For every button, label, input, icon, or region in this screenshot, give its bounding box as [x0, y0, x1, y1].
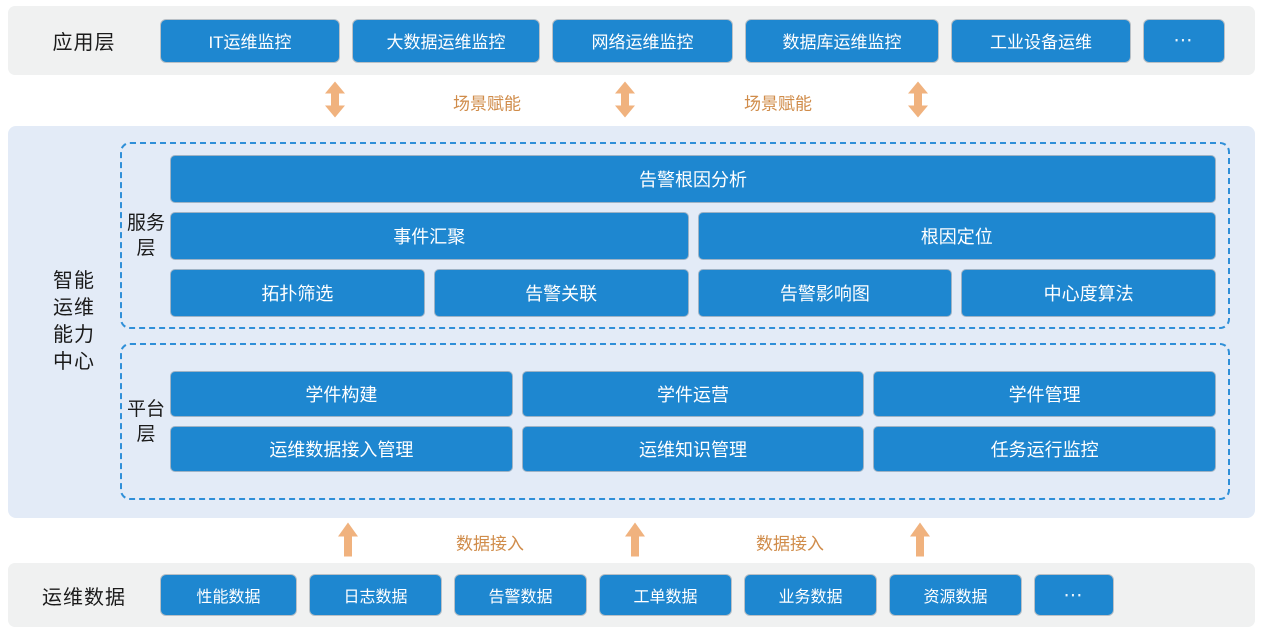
app-box-network-ops[interactable]: 网络运维监控 — [552, 18, 733, 63]
connector-label-scene-2: 场景赋能 — [744, 94, 812, 114]
platform-box-ops-data-ingestion-management[interactable]: 运维数据接入管理 — [170, 426, 513, 472]
application-layer-band: 应用层 IT运维监控 大数据运维监控 网络运维监控 数据库运维监控 工业设备运维… — [8, 6, 1255, 75]
connector-label-data-1: 数据接入 — [456, 534, 524, 554]
up-arrow-icon — [624, 522, 646, 562]
data-box-ticket[interactable]: 工单数据 — [599, 574, 732, 616]
double-arrow-icon — [907, 81, 929, 123]
application-layer-boxes: IT运维监控 大数据运维监控 网络运维监控 数据库运维监控 工业设备运维 ⋯ — [160, 18, 1255, 63]
service-layer-rows: 告警根因分析 事件汇聚 根因定位 拓扑筛选 告警关联 告警影响图 中心度算法 — [170, 154, 1228, 317]
app-box-bigdata-ops[interactable]: 大数据运维监控 — [352, 18, 540, 63]
connector-data-ingestion: 数据接入 数据接入 — [0, 519, 1263, 565]
data-box-resource[interactable]: 资源数据 — [889, 574, 1022, 616]
capability-center-panel: 智能 运维 能力 中心 服务层 告警根因分析 事件汇聚 根因定位 拓扑筛选 告警… — [8, 126, 1255, 518]
capability-title-line-1: 智能 — [53, 270, 95, 292]
up-arrow-icon — [337, 522, 359, 562]
data-box-more[interactable]: ⋯ — [1034, 574, 1114, 616]
service-box-event-aggregation[interactable]: 事件汇聚 — [170, 211, 689, 260]
capability-title-line-2: 运维 — [53, 297, 95, 319]
capability-title-line-4: 中心 — [53, 351, 95, 373]
connector-scene-enablement: 场景赋能 场景赋能 — [0, 79, 1263, 125]
service-box-topology-filter[interactable]: 拓扑筛选 — [170, 268, 425, 317]
application-layer-label: 应用层 — [52, 32, 116, 54]
service-layer-label: 服务层 — [126, 212, 165, 259]
app-box-it-ops[interactable]: IT运维监控 — [160, 18, 340, 63]
data-layer-band: 运维数据 性能数据 日志数据 告警数据 工单数据 业务数据 资源数据 ⋯ — [8, 563, 1255, 627]
service-box-alarm-root-cause-analysis[interactable]: 告警根因分析 — [170, 154, 1216, 203]
platform-box-task-run-monitoring[interactable]: 任务运行监控 — [873, 426, 1217, 472]
double-arrow-icon — [614, 81, 636, 123]
data-box-performance[interactable]: 性能数据 — [160, 574, 297, 616]
data-box-business[interactable]: 业务数据 — [744, 574, 877, 616]
data-layer-label: 运维数据 — [42, 586, 126, 609]
up-arrow-icon — [909, 522, 931, 562]
service-box-alarm-impact-graph[interactable]: 告警影响图 — [697, 268, 953, 317]
service-box-alarm-correlation[interactable]: 告警关联 — [433, 268, 689, 317]
platform-layer-group: 平台层 学件构建 学件运营 学件管理 运维数据接入管理 运维知识管理 任务运行监… — [120, 343, 1230, 500]
capability-center-title: 智能 运维 能力 中心 — [26, 268, 122, 376]
platform-box-learware-construction[interactable]: 学件构建 — [170, 371, 513, 417]
platform-layer-rows: 学件构建 学件运营 学件管理 运维数据接入管理 运维知识管理 任务运行监控 — [170, 371, 1228, 472]
connector-label-data-2: 数据接入 — [756, 534, 824, 554]
service-row-2: 事件汇聚 根因定位 — [170, 211, 1216, 260]
data-box-alarm[interactable]: 告警数据 — [454, 574, 587, 616]
service-box-root-cause-location[interactable]: 根因定位 — [697, 211, 1216, 260]
data-layer-boxes: 性能数据 日志数据 告警数据 工单数据 业务数据 资源数据 ⋯ — [160, 574, 1255, 616]
capability-title-line-3: 能力 — [53, 324, 95, 346]
service-box-centrality-algorithm[interactable]: 中心度算法 — [961, 268, 1216, 317]
service-row-3: 拓扑筛选 告警关联 告警影响图 中心度算法 — [170, 268, 1216, 317]
platform-box-learware-operation[interactable]: 学件运营 — [521, 371, 865, 417]
platform-box-learware-management[interactable]: 学件管理 — [873, 371, 1217, 417]
platform-box-ops-knowledge-management[interactable]: 运维知识管理 — [521, 426, 865, 472]
double-arrow-icon — [324, 81, 346, 123]
app-box-more[interactable]: ⋯ — [1143, 18, 1225, 63]
service-layer-group: 服务层 告警根因分析 事件汇聚 根因定位 拓扑筛选 告警关联 告警影响图 中心度… — [120, 142, 1230, 329]
service-row-1: 告警根因分析 — [170, 154, 1216, 203]
app-box-industrial-ops[interactable]: 工业设备运维 — [951, 18, 1131, 63]
platform-layer-label: 平台层 — [126, 398, 165, 445]
connector-label-scene-1: 场景赋能 — [453, 94, 521, 114]
platform-row-2: 运维数据接入管理 运维知识管理 任务运行监控 — [170, 426, 1217, 472]
platform-row-1: 学件构建 学件运营 学件管理 — [170, 371, 1217, 417]
app-box-database-ops[interactable]: 数据库运维监控 — [745, 18, 939, 63]
data-box-log[interactable]: 日志数据 — [309, 574, 442, 616]
